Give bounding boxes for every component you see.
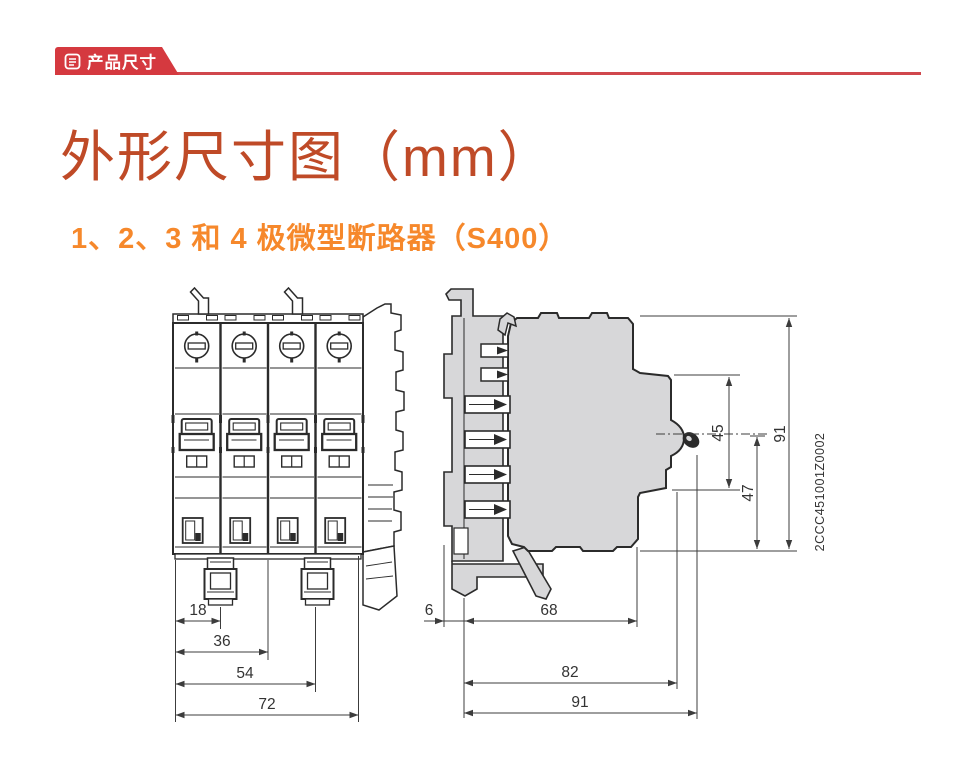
- dim-label-18: 18: [189, 602, 206, 619]
- terminal-slots: [464, 343, 511, 519]
- document-icon: [64, 53, 81, 70]
- module-gap-marks: [171, 415, 365, 453]
- dim-label-6: 6: [425, 602, 434, 619]
- side-view-dimensions: 6 68 82 91 45 47 91: [424, 315, 797, 719]
- section-badge-label: 产品尺寸: [87, 54, 157, 72]
- side-view-drawing: 6 68 82 91 45 47 91 2CCC451001Z0002: [424, 288, 827, 719]
- product-subtitle: 1、2、3 和 4 极微型断路器（S400）: [71, 223, 569, 255]
- dim-label-91-bottom: 91: [571, 694, 588, 711]
- front-view-drawing: 18 36 54 72: [171, 287, 405, 722]
- section-badge: 产品尺寸: [55, 47, 179, 75]
- dim-label-47: 47: [740, 484, 757, 501]
- page-title: 外形尺寸图（mm）: [60, 126, 555, 188]
- dim-label-36: 36: [213, 633, 230, 650]
- dim-label-68: 68: [540, 602, 557, 619]
- front-view-dimensions: 18 36 54 72: [175, 556, 359, 722]
- dim-label-91-right: 91: [772, 425, 789, 442]
- dim-label-82: 82: [561, 664, 578, 681]
- dim-label-54: 54: [236, 665, 254, 682]
- product-code-vertical: 2CCC451001Z0002: [813, 433, 827, 552]
- toggle-knob: [682, 432, 700, 448]
- dim-label-45: 45: [710, 424, 727, 441]
- section-divider-line: [58, 72, 921, 75]
- dim-label-72: 72: [258, 696, 275, 713]
